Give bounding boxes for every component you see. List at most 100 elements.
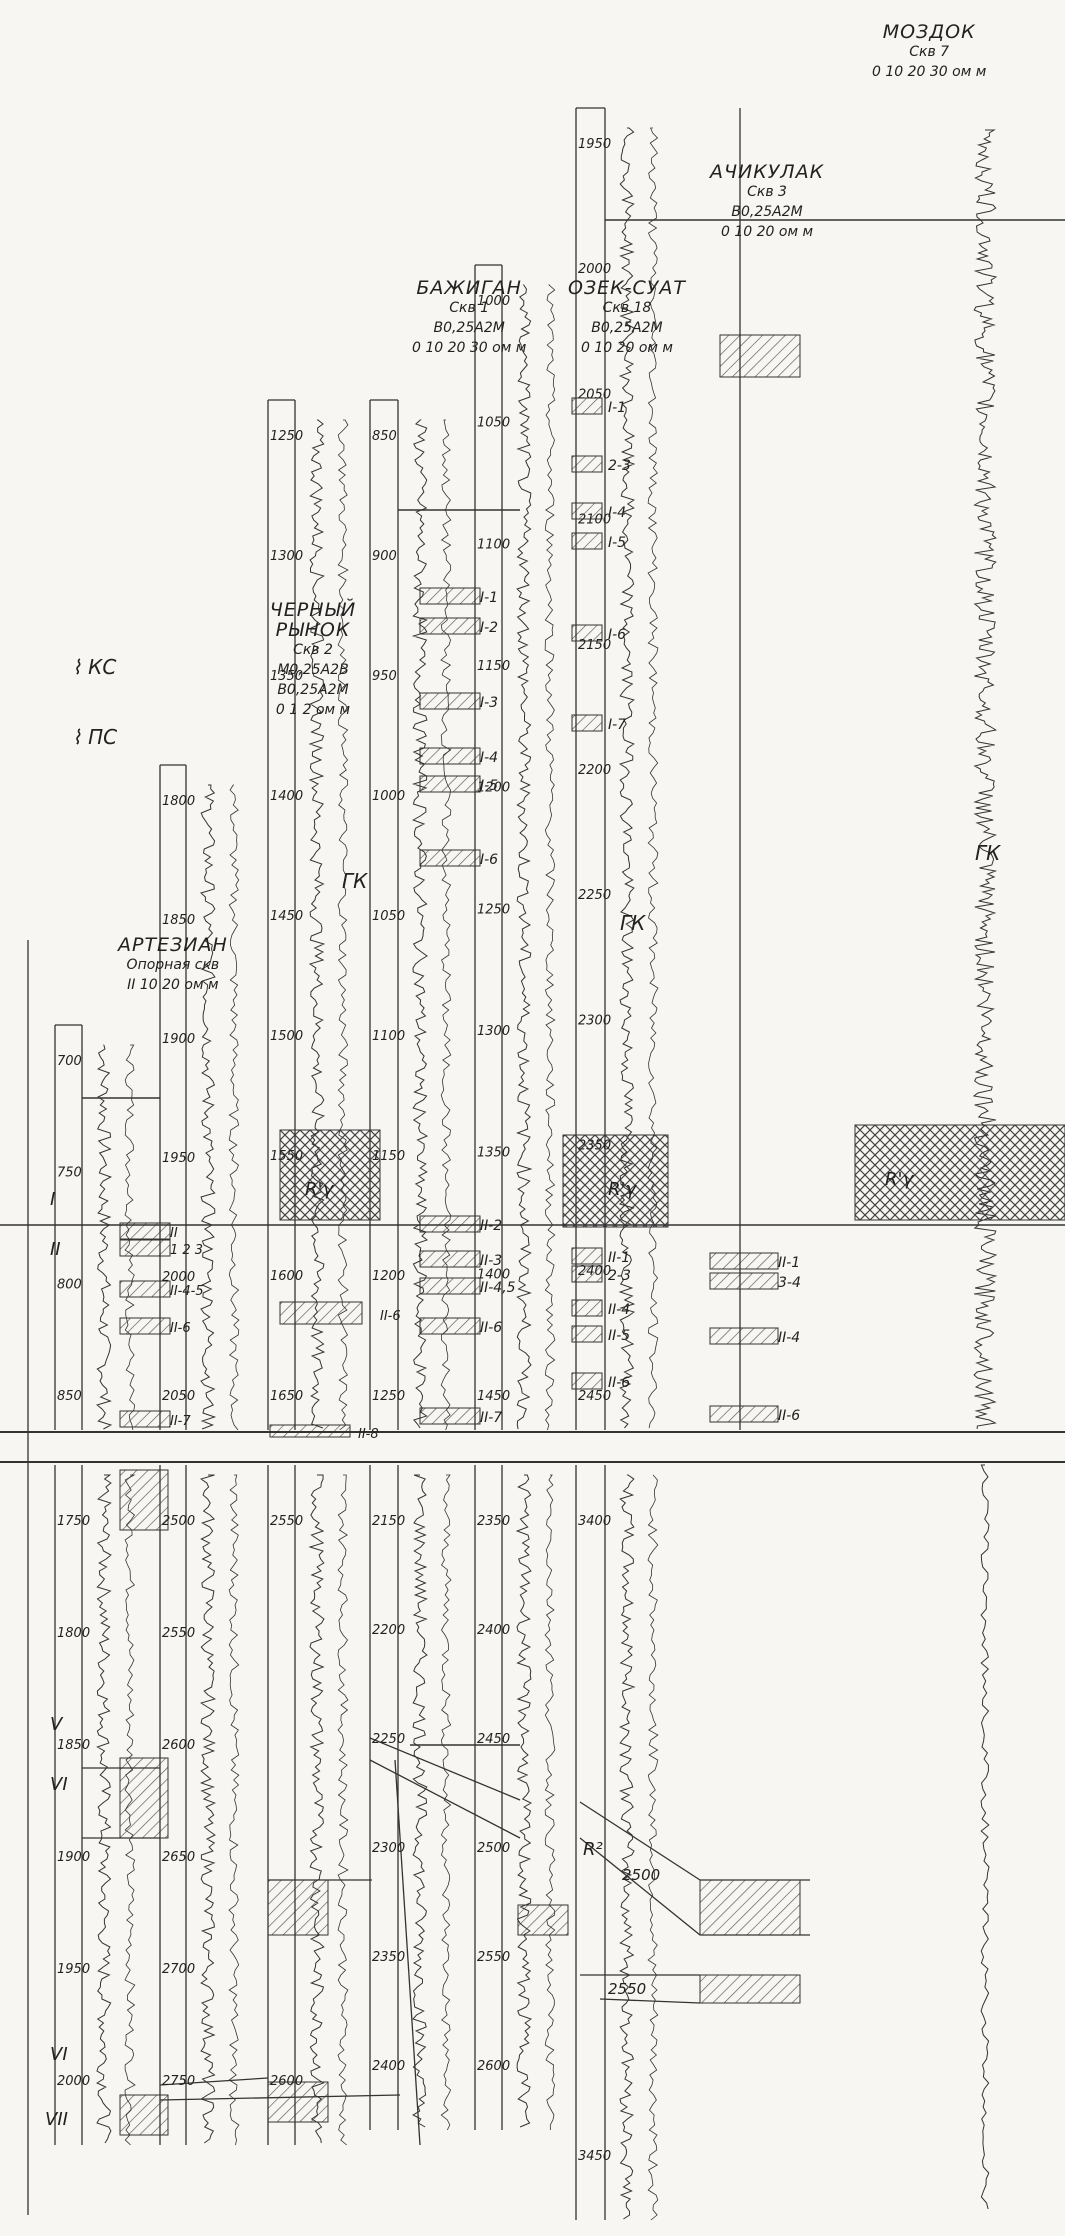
depth-tick-label: 1650 [270,1389,303,1404]
layer-label: II-4 [778,1330,800,1346]
layer-label: II-1 [608,1250,630,1266]
header-cherny: ЧЕРНЫЙ РЫНОК Скв 2 М0,25А2В В0,25А2М 0 1… [268,600,358,720]
depth-tick-label: 2200 [578,763,611,778]
log-curves [96,127,998,2221]
layer-label: I-5 [608,535,626,551]
layer-label: 2-3 [608,1268,631,1284]
hatched-layer [419,692,481,710]
r2-label: R² [583,1839,603,1860]
depth-tick-label: 1450 [477,1389,510,1404]
layer-label: II-1 [778,1255,800,1271]
zone-label: VII [45,2109,68,2130]
hatched-layer [279,1301,363,1325]
well-line: М0,25А2В [277,662,349,678]
depth-tick-label: 1250 [477,902,510,917]
hatched-layer [709,1405,779,1423]
depth-tick-label: 2250 [372,1732,405,1747]
hatched-layer [709,1272,779,1290]
depth-tick-label: 2350 [477,1514,510,1529]
column-lines [0,107,1065,2220]
squiggle-icon: ⌇ [72,655,82,679]
sp-curve [647,127,659,1429]
depth-tick-label: 1400 [270,789,303,804]
depth-tick-label: 2400 [578,1264,611,1279]
depth-tick-label: 1050 [372,909,405,924]
zone-label: II [50,1239,61,1260]
sp-curve [124,1474,136,2146]
resistivity-curve [412,1474,428,2128]
zone-label: VI [50,1774,68,1795]
depth-tick-label: 1550 [270,1149,303,1164]
header-ozek: ОЗЕК-СУАТ Скв 18 В0,25А2М 0 10 20 ом м [568,278,686,358]
hatched-layer [719,334,801,378]
resistivity-curve [96,1474,112,2144]
layer-label: II-7 [170,1414,191,1429]
sp-curve [544,284,556,1431]
resistivity-curve [308,1474,325,2144]
r-gamma-label: R'γ [305,1179,334,1200]
well-line: 0 10 20 ом м [721,224,814,240]
sp-curve [124,1044,136,1431]
correlation-connector [369,1759,521,1839]
resistivity-curve [411,419,429,1429]
layer-label: II-6 [480,1320,502,1336]
layer-label: I-5 [480,778,498,794]
zone-label: VI [50,2044,68,2065]
depth-tick-label: 1850 [57,1738,90,1753]
layer-label: II-4 [608,1302,630,1318]
resistivity-curve [515,1474,533,2128]
layer-label: I-6 [608,627,626,643]
depth-tick-label: 2350 [372,1950,405,1965]
depth-tick-label: 1050 [477,416,510,431]
resistivity-curve [199,1474,217,2144]
hatched-layer [699,1879,801,1936]
squiggle-icon: ⌇ [72,725,82,749]
well-line: Скв 3 [747,184,787,200]
depth-tick-label: 1900 [57,1850,90,1865]
layer-label: I-7 [608,717,626,733]
hatched-layer [419,1277,481,1295]
depth-tick-label: 1100 [477,537,510,552]
depth-tick-label: 2300 [578,1013,611,1028]
well-line: II 10 20 ом м [127,977,219,993]
r-gamma-zone [562,1134,669,1228]
well-line: В0,25А2М [277,682,349,698]
depth-tick-label: 1950 [162,1151,195,1166]
depth-tick-label: 1900 [162,1032,195,1047]
depth-tick-label: 2550 [270,1514,303,1529]
depth-tick-label: 2550 [162,1626,195,1641]
gk-label: ГК [620,911,646,935]
hatched-layer [419,1317,481,1335]
r-gamma-zone [279,1129,381,1221]
depth-tick-label: 2350 [578,1139,611,1154]
depth-tick-label: 2450 [578,1389,611,1404]
depth-tick-label: 850 [372,429,397,444]
hatched-layer [119,1280,171,1298]
resistivity-curve [200,784,217,1430]
depth-tick-label: 800 [57,1277,82,1292]
sp-curve [647,1474,659,2221]
hatched-layer [119,1757,169,1839]
layer-label: II-7 [480,1410,502,1426]
depth-tick-label: 1250 [270,429,303,444]
layer-label: II-5 [608,1328,630,1344]
correlation-connector [579,1801,701,1881]
correlation-connector [369,1737,521,1801]
depth-tick-label: 1500 [270,1029,303,1044]
depth-tick-label: 1000 [372,789,405,804]
depth-tick-label: 3450 [578,2149,611,2164]
layer-label: II-6 [608,1375,630,1391]
gamma-curve [980,1464,990,2210]
depth-tick-label: 1950 [57,1962,90,1977]
well-line: В0,25А2М [433,320,505,336]
sp-curve [544,1474,556,2131]
depth-tick-label: 2050 [162,1389,195,1404]
header-achikulak: АЧИКУЛАК Скв 3 В0,25А2М 0 10 20 ом м [710,162,824,242]
depth-tick-label: 750 [57,1166,82,1181]
depth-tick-label: 850 [57,1389,82,1404]
hatched-layers [119,334,1065,2136]
depth-tick-label: 1250 [372,1389,405,1404]
well-line: 0 1 2 ом м [275,702,351,718]
depth-tick-label: 1150 [477,659,510,674]
sp-curve [228,1474,240,2146]
